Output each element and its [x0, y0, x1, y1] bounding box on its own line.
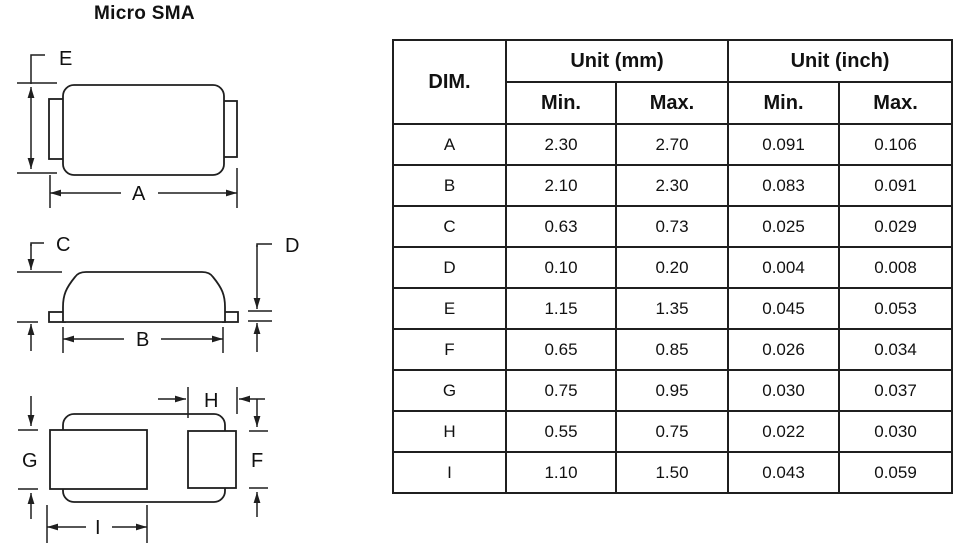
- dim-label-f: F: [251, 450, 263, 472]
- dimension-c: C: [17, 234, 70, 351]
- terminal-right: [222, 100, 238, 158]
- value-cell: 0.75: [614, 410, 730, 453]
- value-cell: 2.10: [505, 164, 617, 207]
- side-view-drawing: C D B: [17, 234, 299, 353]
- dim-cell: F: [392, 328, 507, 371]
- value-cell: 0.034: [838, 328, 954, 371]
- unit-mm-header: Unit (mm): [504, 39, 730, 83]
- value-cell: 2.30: [614, 164, 730, 207]
- value-cell: 0.083: [727, 164, 841, 207]
- value-cell: 0.030: [838, 410, 954, 453]
- value-cell: 0.059: [838, 451, 954, 494]
- value-cell: 0.008: [838, 246, 954, 289]
- value-cell: 1.35: [614, 287, 730, 330]
- table-row: A 2.30 2.70 0.091 0.106: [392, 123, 954, 166]
- table-header-row: DIM. Unit (mm) Unit (inch): [392, 39, 954, 125]
- value-cell: 0.091: [727, 123, 841, 166]
- value-cell: 2.70: [614, 123, 730, 166]
- table-subheader-row: Min. Max. Min. Max.: [393, 81, 954, 125]
- value-cell: 1.50: [614, 451, 730, 494]
- mm-max-header: Max.: [614, 81, 730, 125]
- value-cell: 0.55: [505, 410, 617, 453]
- value-cell: 1.10: [505, 451, 617, 494]
- page-title: Micro SMA: [94, 3, 195, 24]
- dimension-b: B: [62, 327, 224, 353]
- dim-cell: A: [392, 123, 507, 166]
- dim-label-b: B: [136, 329, 149, 351]
- dim-cell: C: [392, 205, 507, 248]
- dim-cell: I: [392, 451, 507, 494]
- value-cell: 2.30: [505, 123, 617, 166]
- value-cell: 0.10: [505, 246, 617, 289]
- value-cell: 0.65: [505, 328, 617, 371]
- value-cell: 0.75: [505, 369, 617, 412]
- table-row: C 0.63 0.73 0.025 0.029: [392, 205, 954, 248]
- package-outline-drawings: E A C: [17, 48, 299, 543]
- value-cell: 0.022: [727, 410, 841, 453]
- pad-left: [49, 429, 148, 490]
- dim-cell: D: [392, 246, 507, 289]
- dim-cell: G: [392, 369, 507, 412]
- value-cell: 0.106: [838, 123, 954, 166]
- dim-label-c: C: [56, 234, 70, 256]
- pad-right: [187, 430, 237, 489]
- dim-label-e: E: [59, 48, 72, 70]
- dim-cell: B: [392, 164, 507, 207]
- dim-label-i: I: [95, 517, 101, 539]
- value-cell: 0.63: [505, 205, 617, 248]
- value-cell: 1.15: [505, 287, 617, 330]
- dim-cell: E: [392, 287, 507, 330]
- table-row: B 2.10 2.30 0.083 0.091: [392, 164, 954, 207]
- value-cell: 0.043: [727, 451, 841, 494]
- dimension-g: G: [18, 396, 38, 519]
- dimension-table: DIM. Unit (mm) Unit (inch) Min. Max. Min…: [392, 39, 954, 494]
- package-body-side-view: [62, 271, 226, 323]
- table-row: E 1.15 1.35 0.045 0.053: [392, 287, 954, 330]
- value-cell: 0.053: [838, 287, 954, 330]
- value-cell: 0.045: [727, 287, 841, 330]
- dimension-i: I: [46, 505, 148, 543]
- value-cell: 0.091: [838, 164, 954, 207]
- dim-label-d: D: [285, 235, 299, 257]
- value-cell: 0.026: [727, 328, 841, 371]
- dimension-d: D: [248, 235, 299, 352]
- dim-cell: H: [392, 410, 507, 453]
- dimension-e: E: [17, 48, 72, 174]
- dim-label-g: G: [22, 450, 38, 472]
- package-body-top-view: [62, 84, 225, 176]
- table-row: D 0.10 0.20 0.004 0.008: [392, 246, 954, 289]
- value-cell: 0.025: [727, 205, 841, 248]
- value-cell: 0.85: [614, 328, 730, 371]
- top-view-drawing: E A: [17, 48, 238, 208]
- table-row: G 0.75 0.95 0.030 0.037: [392, 369, 954, 412]
- inch-max-header: Max.: [838, 81, 954, 125]
- dim-label-a: A: [132, 183, 146, 205]
- dimension-a: A: [49, 168, 238, 208]
- value-cell: 0.037: [838, 369, 954, 412]
- value-cell: 0.73: [614, 205, 730, 248]
- dim-column-header: DIM.: [392, 39, 507, 125]
- dimension-h: H: [158, 387, 265, 418]
- value-cell: 0.029: [838, 205, 954, 248]
- value-cell: 0.95: [614, 369, 730, 412]
- dimension-f: F: [249, 399, 268, 517]
- table-row: H 0.55 0.75 0.022 0.030: [392, 410, 954, 453]
- unit-inch-header: Unit (inch): [727, 39, 954, 83]
- inch-min-header: Min.: [727, 81, 841, 125]
- value-cell: 0.030: [727, 369, 841, 412]
- bottom-view-drawing: H F G I: [18, 387, 268, 543]
- table-row: I 1.10 1.50 0.043 0.059: [392, 451, 954, 494]
- mm-min-header: Min.: [505, 81, 617, 125]
- value-cell: 0.004: [727, 246, 841, 289]
- dim-label-h: H: [204, 390, 218, 412]
- value-cell: 0.20: [614, 246, 730, 289]
- table-row: F 0.65 0.85 0.026 0.034: [392, 328, 954, 371]
